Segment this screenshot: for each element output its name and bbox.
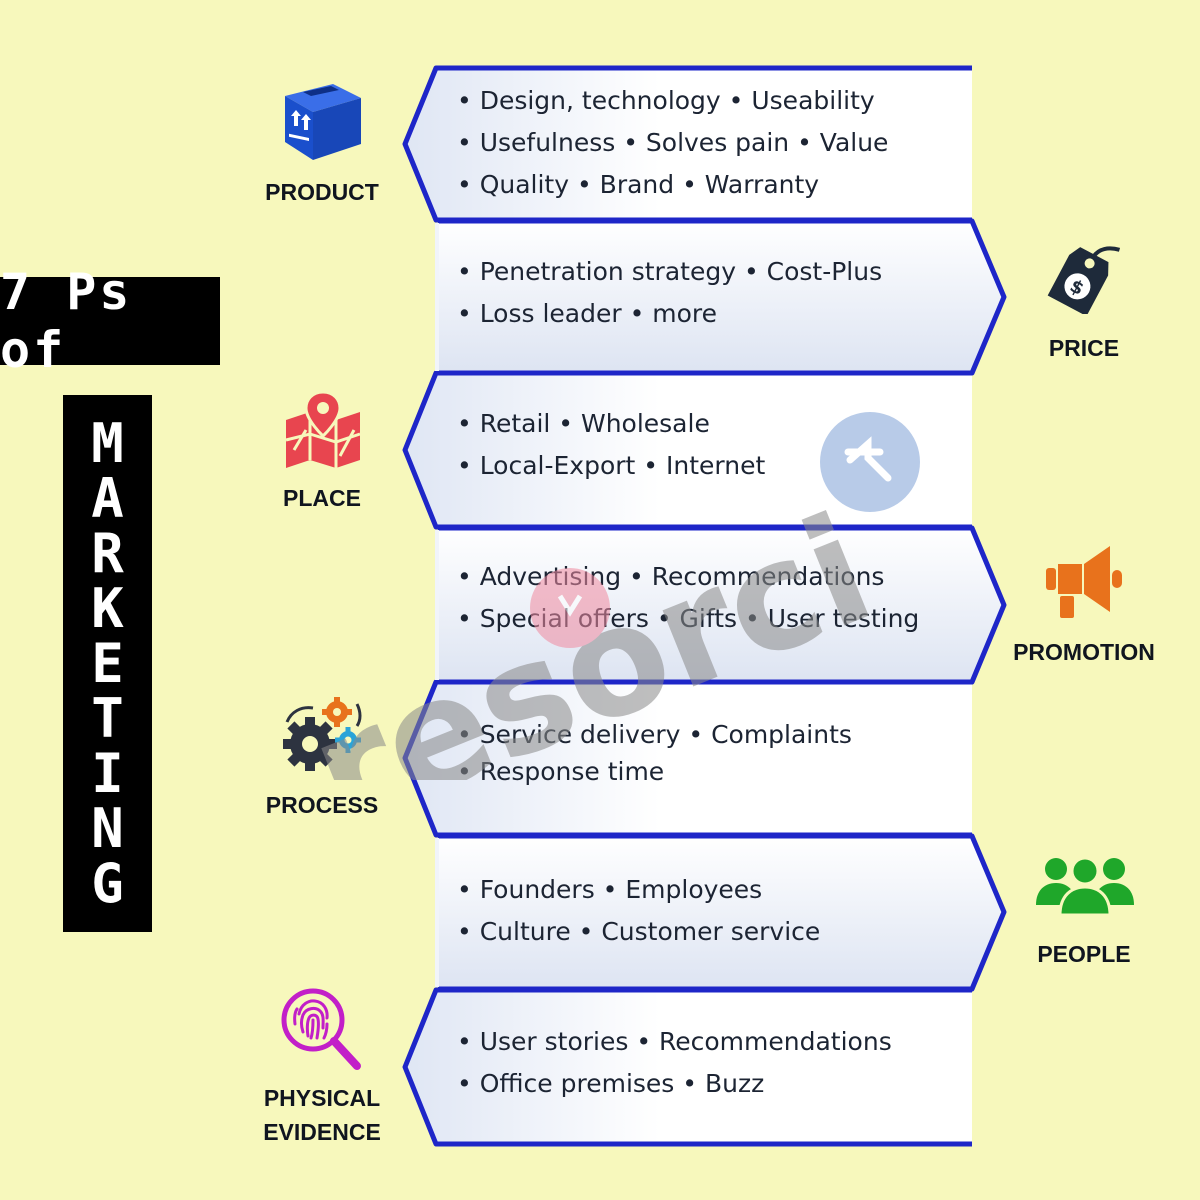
physical-evidence-label-line1: PHYSICAL xyxy=(263,1085,381,1111)
place-line-1: • Retail • Wholesale xyxy=(457,409,710,438)
fingerprint-search-icon xyxy=(281,988,361,1070)
physical-evidence-line-1: • User stories • Recommendations xyxy=(457,1027,892,1056)
gears-icon xyxy=(283,697,362,771)
place-line-2: • Local-Export • Internet xyxy=(457,451,766,480)
vertical-title-letter: E xyxy=(91,632,124,695)
physical-evidence-details: • User stories • Recommendations • Offic… xyxy=(457,1021,892,1105)
place-label: PLACE xyxy=(283,485,361,511)
promotion-line-2: • Special offers • Gifts • User testing xyxy=(457,604,920,633)
vertical-title-letter: M xyxy=(91,412,124,475)
title-line1: 7 Ps of xyxy=(0,263,133,379)
product-line-2: • Usefulness • Solves pain • Value xyxy=(457,128,889,157)
vertical-title-letter: K xyxy=(91,577,124,640)
product-label: PRODUCT xyxy=(265,179,379,205)
product-line-1: • Design, technology • Useability xyxy=(457,86,875,115)
product-line-3: • Quality • Brand • Warranty xyxy=(457,170,820,199)
vertical-title-letter: T xyxy=(91,687,124,750)
price-details: • Penetration strategy • Cost-Plus • Los… xyxy=(457,251,882,335)
promotion-line-1: • Advertising • Recommendations xyxy=(457,562,885,591)
product-details: • Design, technology • Useability • Usef… xyxy=(457,80,888,206)
vertical-title-letter: A xyxy=(91,467,124,530)
band-people xyxy=(438,833,1007,992)
process-details: • Service delivery • Complaints • Respon… xyxy=(457,716,852,790)
vertical-title-letter: N xyxy=(91,797,124,860)
vertical-title-letter: G xyxy=(91,852,124,915)
megaphone-icon xyxy=(1046,546,1122,618)
process-line-2: • Response time xyxy=(457,757,665,786)
physical-evidence-label-line2: EVIDENCE xyxy=(263,1119,381,1145)
physical-evidence-label: PHYSICAL EVIDENCE xyxy=(232,1081,412,1149)
price-line-1: • Penetration strategy • Cost-Plus xyxy=(457,257,883,286)
place-details: • Retail • Wholesale • Local-Export • In… xyxy=(457,403,765,487)
price-label: PRICE xyxy=(1048,335,1120,361)
vertical-title-letter: I xyxy=(91,742,124,805)
price-tag-icon: $ xyxy=(1047,246,1121,314)
process-line-1: • Service delivery • Complaints xyxy=(457,720,852,749)
process-label: PROCESS xyxy=(265,792,379,818)
people-label: PEOPLE xyxy=(1037,941,1131,967)
promotion-details: • Advertising • Recommendations • Specia… xyxy=(457,556,919,640)
box-icon xyxy=(285,84,361,160)
physical-evidence-line-2: • Office premises • Buzz xyxy=(457,1069,765,1098)
vertical-title-letter: R xyxy=(91,522,124,585)
people-icon xyxy=(1036,856,1134,917)
title-box: 7 Ps of xyxy=(0,263,220,379)
promotion-label: PROMOTION xyxy=(1013,639,1155,665)
people-line-1: • Founders • Employees xyxy=(457,875,763,904)
band-price xyxy=(438,218,1007,376)
people-line-2: • Culture • Customer service xyxy=(457,917,821,946)
map-pin-icon xyxy=(285,390,361,468)
price-line-2: • Loss leader • more xyxy=(457,299,718,328)
people-details: • Founders • Employees • Culture • Custo… xyxy=(457,869,820,953)
